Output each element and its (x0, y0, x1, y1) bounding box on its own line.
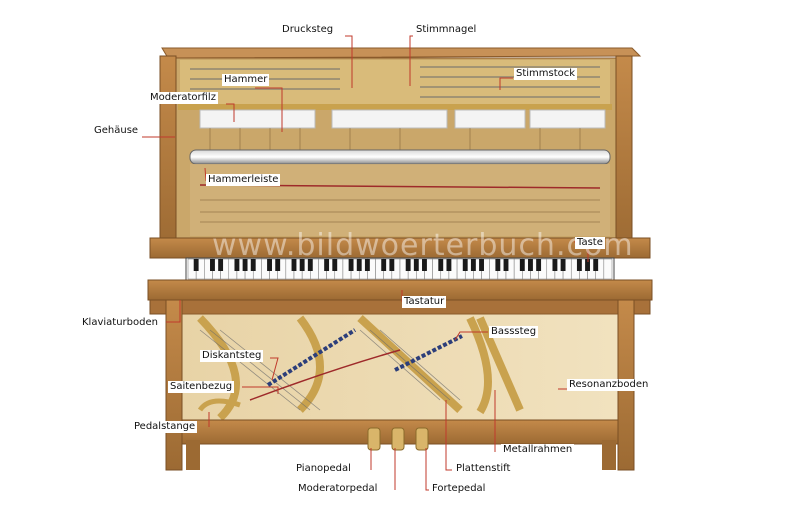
black-key (503, 259, 509, 271)
key-slip (147, 279, 653, 301)
pedal-rod (197, 398, 241, 412)
black-key (585, 259, 590, 271)
label-tastatur: Tastatur (402, 296, 447, 308)
hammer-shanks (209, 128, 581, 150)
leader-lines (142, 35, 589, 491)
black-key (576, 259, 582, 271)
white-key (603, 258, 613, 280)
lid (161, 47, 642, 59)
black-key (422, 259, 427, 271)
bass-bridge (394, 334, 463, 372)
label-saitenbezug: Saitenbezug (168, 381, 235, 393)
black-key (356, 259, 362, 271)
black-key (275, 259, 281, 271)
black-key (446, 259, 452, 271)
black-key (389, 259, 395, 271)
black-key (413, 259, 419, 271)
black-key (405, 259, 411, 271)
black-key (364, 259, 370, 271)
black-key (242, 259, 248, 271)
black-key (470, 259, 476, 271)
keybed (149, 299, 651, 315)
black-key (519, 259, 525, 271)
black-key (267, 259, 272, 271)
black-key (495, 259, 501, 271)
black-key (593, 259, 599, 271)
treble-bridge (266, 328, 357, 387)
label-fortepedal: Fortepedal (430, 483, 488, 495)
label-basssteg: Basssteg (489, 326, 539, 338)
black-key (560, 259, 566, 271)
frame-bar (178, 104, 612, 110)
black-key (218, 259, 224, 271)
right-side-post (615, 55, 633, 252)
black-key (234, 259, 240, 271)
black-key (462, 259, 468, 271)
label-diskantsteg: Diskantsteg (200, 350, 264, 362)
hammer-rail (189, 149, 611, 165)
label-taste: Taste (575, 237, 605, 249)
label-pianopedal: Pianopedal (294, 463, 353, 475)
black-key (291, 259, 297, 271)
red-strings (249, 349, 401, 401)
black-key (193, 259, 199, 271)
left-front-leg (186, 440, 200, 470)
black-key (438, 259, 444, 271)
lower-strings (199, 329, 461, 411)
right-front-leg (602, 440, 616, 470)
label-drucksteg: Drucksteg (280, 24, 336, 36)
black-key (381, 259, 387, 271)
black-key (536, 259, 542, 271)
black-key (332, 259, 338, 271)
black-key (299, 259, 305, 271)
label-gehaeuse: Gehäuse (92, 125, 141, 137)
damper-felts (199, 109, 606, 129)
keyboard-keys (187, 258, 613, 280)
black-key (307, 259, 313, 271)
label-resonanzboden: Resonanzboden (567, 379, 651, 391)
label-moderatorfilz: Moderatorfilz (148, 92, 218, 104)
black-key (250, 259, 256, 271)
black-key (528, 259, 533, 271)
lower-interior (179, 313, 621, 425)
pedals (367, 427, 429, 451)
black-key (348, 259, 354, 271)
action-parts (200, 199, 600, 223)
label-plattenstift: Plattenstift (454, 463, 513, 475)
left-side-post (159, 55, 177, 252)
watermark: www.bildwoerterbuch.com (212, 228, 634, 263)
black-key (324, 259, 330, 271)
label-hammer: Hammer (222, 74, 270, 86)
label-klaviaturboden: Klaviaturboden (80, 317, 160, 329)
label-hammerleiste: Hammerleiste (206, 174, 281, 186)
label-stimmnagel: Stimmnagel (414, 24, 479, 36)
black-key (210, 259, 215, 271)
black-key (479, 259, 484, 271)
black-key (552, 259, 558, 271)
label-metallrahmen: Metallrahmen (501, 444, 575, 456)
label-moderatorpedal: Moderatorpedal (296, 483, 380, 495)
label-pedalstange: Pedalstange (132, 421, 198, 433)
label-stimmstock: Stimmstock (514, 68, 578, 80)
